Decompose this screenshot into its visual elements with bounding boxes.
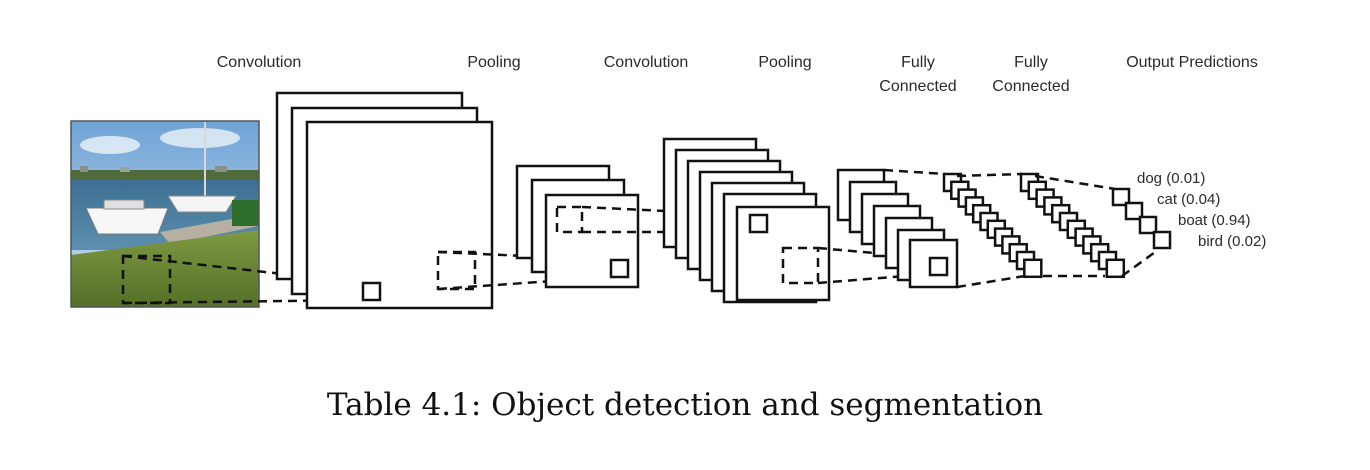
connector-line	[956, 274, 1026, 289]
stage-label-convolution-1: Convolution	[217, 54, 302, 71]
input-receptive-field	[121, 254, 172, 305]
conv1-unit-box	[361, 281, 382, 302]
fc2-unit-12	[1105, 258, 1126, 279]
pool1-feature-maps	[515, 164, 640, 289]
input-photo	[70, 120, 260, 308]
connector-line	[1034, 174, 1116, 191]
prediction-label-dog: dog (0.01)	[1137, 170, 1205, 187]
stage-label-fully-connected-1-line1: Fully	[901, 54, 935, 71]
stage-label-fully-connected-2-line1: Fully	[1014, 54, 1048, 71]
output-unit-dog	[1111, 187, 1131, 207]
stage-label-convolution-2: Convolution	[604, 54, 689, 71]
prediction-label-boat: boat (0.94)	[1178, 212, 1251, 229]
stage-label-output-predictions: Output Predictions	[1126, 54, 1258, 71]
conv2-feature-maps	[662, 137, 831, 304]
connector-line	[1121, 248, 1159, 278]
figure-caption: Table 4.1: Object detection and segmenta…	[327, 387, 1043, 423]
stage-label-pooling-2: Pooling	[758, 54, 811, 71]
fully-connected-2-units	[1019, 172, 1126, 279]
stage-label-fully-connected-2-line2: Connected	[992, 78, 1069, 95]
prediction-label-bird: bird (0.02)	[1198, 233, 1266, 250]
fc1-unit-12	[1023, 258, 1043, 279]
conv1-feature-maps	[275, 91, 494, 310]
stage-label-fully-connected-1-line2: Connected	[879, 78, 956, 95]
output-unit-cat	[1124, 201, 1144, 221]
connector-line	[883, 168, 946, 176]
fully-connected-1-units	[942, 172, 1043, 279]
stage-label-pooling-1: Pooling	[467, 54, 520, 71]
prediction-label-cat: cat (0.04)	[1157, 191, 1220, 208]
conv2-pool-window	[781, 246, 820, 285]
output-unit-bird	[1152, 230, 1172, 250]
output-unit-boat	[1138, 215, 1158, 235]
pool1-unit-box	[609, 258, 630, 279]
connector-line	[956, 172, 1023, 178]
pool2-unit-box	[928, 256, 949, 277]
conv2-unit-box	[748, 213, 769, 234]
pool2-feature-maps	[836, 168, 959, 289]
output-units	[1111, 187, 1172, 250]
pool1-receptive-field	[555, 205, 584, 234]
